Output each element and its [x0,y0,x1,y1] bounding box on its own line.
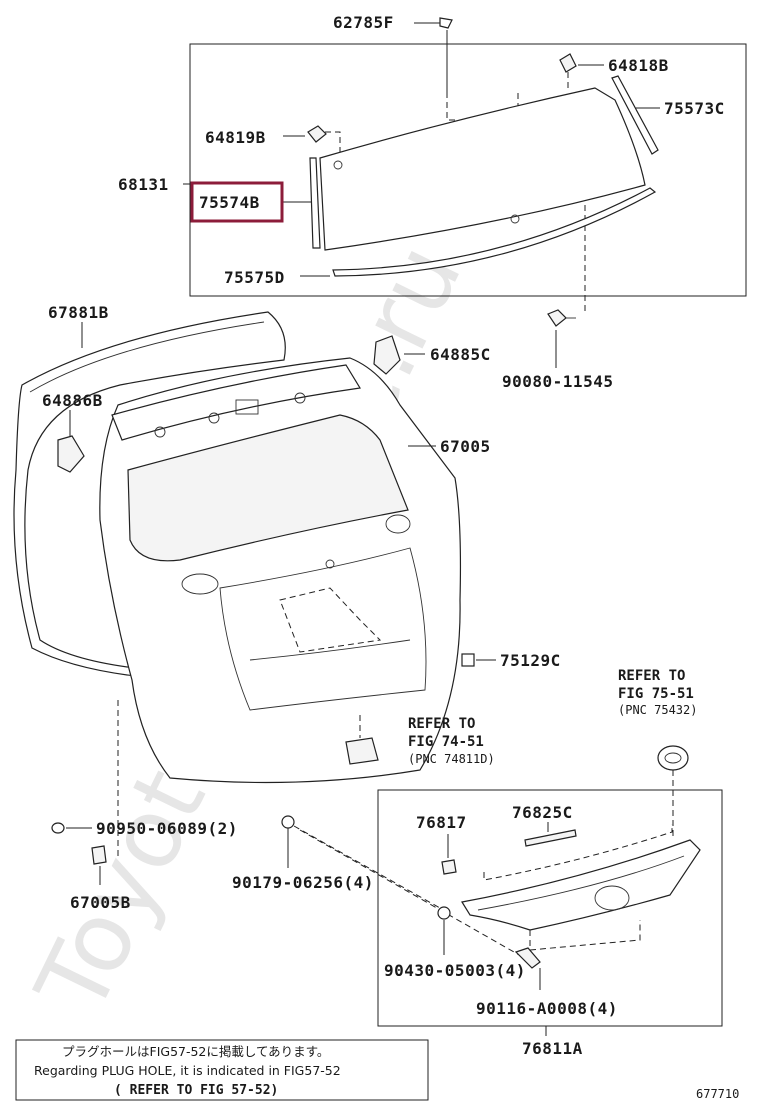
strip-76825C [524,829,577,847]
dash-garnish-bottom [529,920,641,951]
left-moulding-75574B [309,157,321,249]
door-bracket [235,399,259,415]
back-door-glass [319,87,646,251]
label-67881B: 67881B [48,303,109,322]
ref1-line2: FIG 75-51 [618,686,694,702]
highlight-box-75574B [190,181,284,223]
label-67005: 67005 [440,437,491,456]
clip-64819B [307,125,327,143]
screw-90116 [514,947,541,969]
label-90179-06256: 90179-06256(4) [232,873,374,892]
door-hole-3 [294,392,306,404]
emblem-icon [657,745,689,771]
label-90116-A0008: 90116-A0008(4) [476,999,618,1018]
label-67005B: 67005B [70,893,131,912]
stay-67005B [91,845,107,865]
dash-garnish-top [483,824,673,881]
clip-62785F [439,17,453,29]
door-crease [249,639,411,661]
label-75573C: 75573C [664,99,725,118]
door-lower-panel [219,547,427,711]
dash-90179 [293,825,441,909]
note-box [15,1039,429,1101]
emblem-inner [664,752,682,764]
plate-area [279,587,382,653]
door-hole-2 [208,412,220,424]
hinge-64885C [373,335,401,375]
nut-90179 [281,815,295,829]
ref2-line2: FIG 74-51 [408,734,484,750]
dash-64819B [325,131,341,160]
label-76811A: 76811A [522,1039,583,1058]
note-line-japanese: プラグホールはFIG57-52に掲載してあります。 [62,1044,329,1059]
garnish-hole [594,885,630,911]
plug-90950 [51,822,65,834]
label-90080-11545: 90080-11545 [502,372,613,391]
glass-stopper [333,160,343,170]
bolt-90080 [547,309,567,327]
door-window-opening [127,414,409,562]
garnish-assembly-frame [377,789,723,1027]
glass-stopper-2 [510,214,520,224]
clip-64818B [559,53,577,73]
garnish-edge [477,855,685,911]
nut-90430 [437,906,451,920]
label-64886B: 64886B [42,391,103,410]
label-90430-05003: 90430-05003(4) [384,961,526,980]
garnish-76811A [461,839,701,931]
weatherstrip-inner [29,321,265,393]
dash-90179-b [299,829,529,961]
door-hole-4 [325,559,335,569]
figure-number: 677710 [696,1087,739,1101]
plug-75129C [461,653,475,667]
door-slot-left [181,573,219,595]
door-slot-right [385,514,411,534]
ref1-line3: (PNC 75432) [618,703,697,717]
stopper-part [345,737,379,765]
ref1-line1: REFER TO [618,668,685,684]
hinge-64886B [57,435,85,473]
note-line-reference: ( REFER TO FIG 57-52) [114,1083,278,1098]
label-75574B: 75574B [199,193,260,212]
right-moulding-75573C [611,75,659,155]
label-62785F: 62785F [333,13,394,32]
label-75129C: 75129C [500,651,561,670]
label-64885C: 64885C [430,345,491,364]
ref2-line1: REFER TO [408,716,475,732]
glass-assembly-frame [189,43,747,297]
label-64818B: 64818B [608,56,669,75]
note-line-english: Regarding PLUG HOLE, it is indicated in … [34,1063,341,1078]
label-76817: 76817 [416,813,467,832]
label-64819B: 64819B [205,128,266,147]
label-75575D: 75575D [224,268,285,287]
lower-moulding-75575D [332,187,657,277]
label-90950-06089: 90950-06089(2) [96,819,238,838]
door-hole-1 [154,426,166,438]
ref2-line3: (PNC 74811D) [408,752,495,766]
label-68131: 68131 [118,175,169,194]
clip-76817 [441,859,457,875]
weatherstrip-67881B [13,311,286,677]
label-76825C: 76825C [512,803,573,822]
